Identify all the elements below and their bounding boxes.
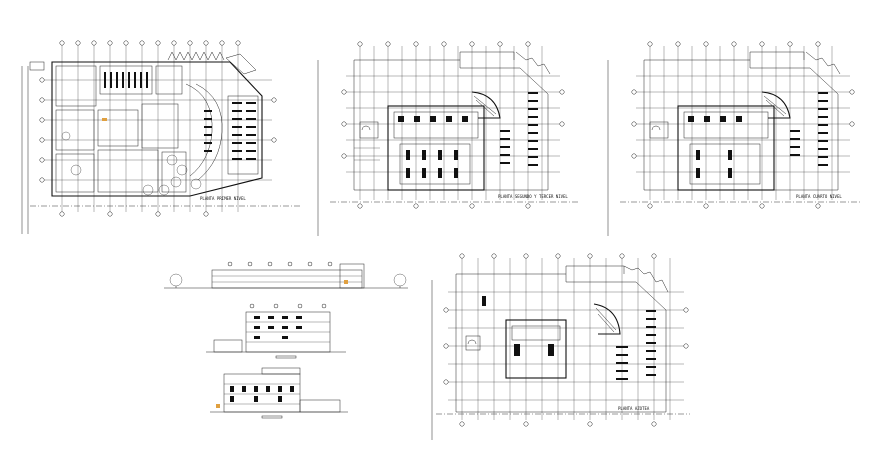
plan-roof-grid	[448, 258, 684, 420]
section-b	[210, 367, 348, 419]
plan-roof-axis-bubbles	[443, 253, 689, 427]
plan-first-outline	[51, 61, 263, 197]
plan-roof-label: PLANTA AZOTEA	[618, 406, 650, 411]
elevation-front	[164, 261, 408, 289]
plan-first-furniture	[102, 72, 256, 160]
plan-roof-core	[505, 319, 567, 379]
plan-first-label: PLANTA PRIMER NIVEL	[200, 196, 246, 201]
plan-first-level: PLANTA PRIMER NIVEL	[21, 40, 300, 234]
plan-fourth-level: PLANTA CUARTO NIVEL	[607, 41, 862, 236]
plan-roof-skylight	[565, 265, 669, 293]
plan-roof-dome	[593, 303, 621, 335]
plan-first-axis-bubbles	[39, 40, 277, 217]
plan-roof-outline	[455, 273, 667, 413]
plan-first-rooms	[55, 65, 259, 193]
plan-second-template	[330, 41, 580, 209]
plan-second-level: PLANTA SEGUNDO Y TERCER NIVEL	[317, 41, 580, 236]
section-a	[206, 303, 346, 359]
plan-first-skylight	[167, 51, 257, 75]
plan-roof-parking	[616, 310, 656, 380]
plan-first-trees	[61, 131, 202, 196]
plan-second-label: PLANTA SEGUNDO Y TERCER NIVEL	[498, 194, 568, 199]
plan-roof: PLANTA AZOTEA	[431, 253, 690, 440]
plan-fourth-label: PLANTA CUARTO NIVEL	[796, 194, 842, 199]
